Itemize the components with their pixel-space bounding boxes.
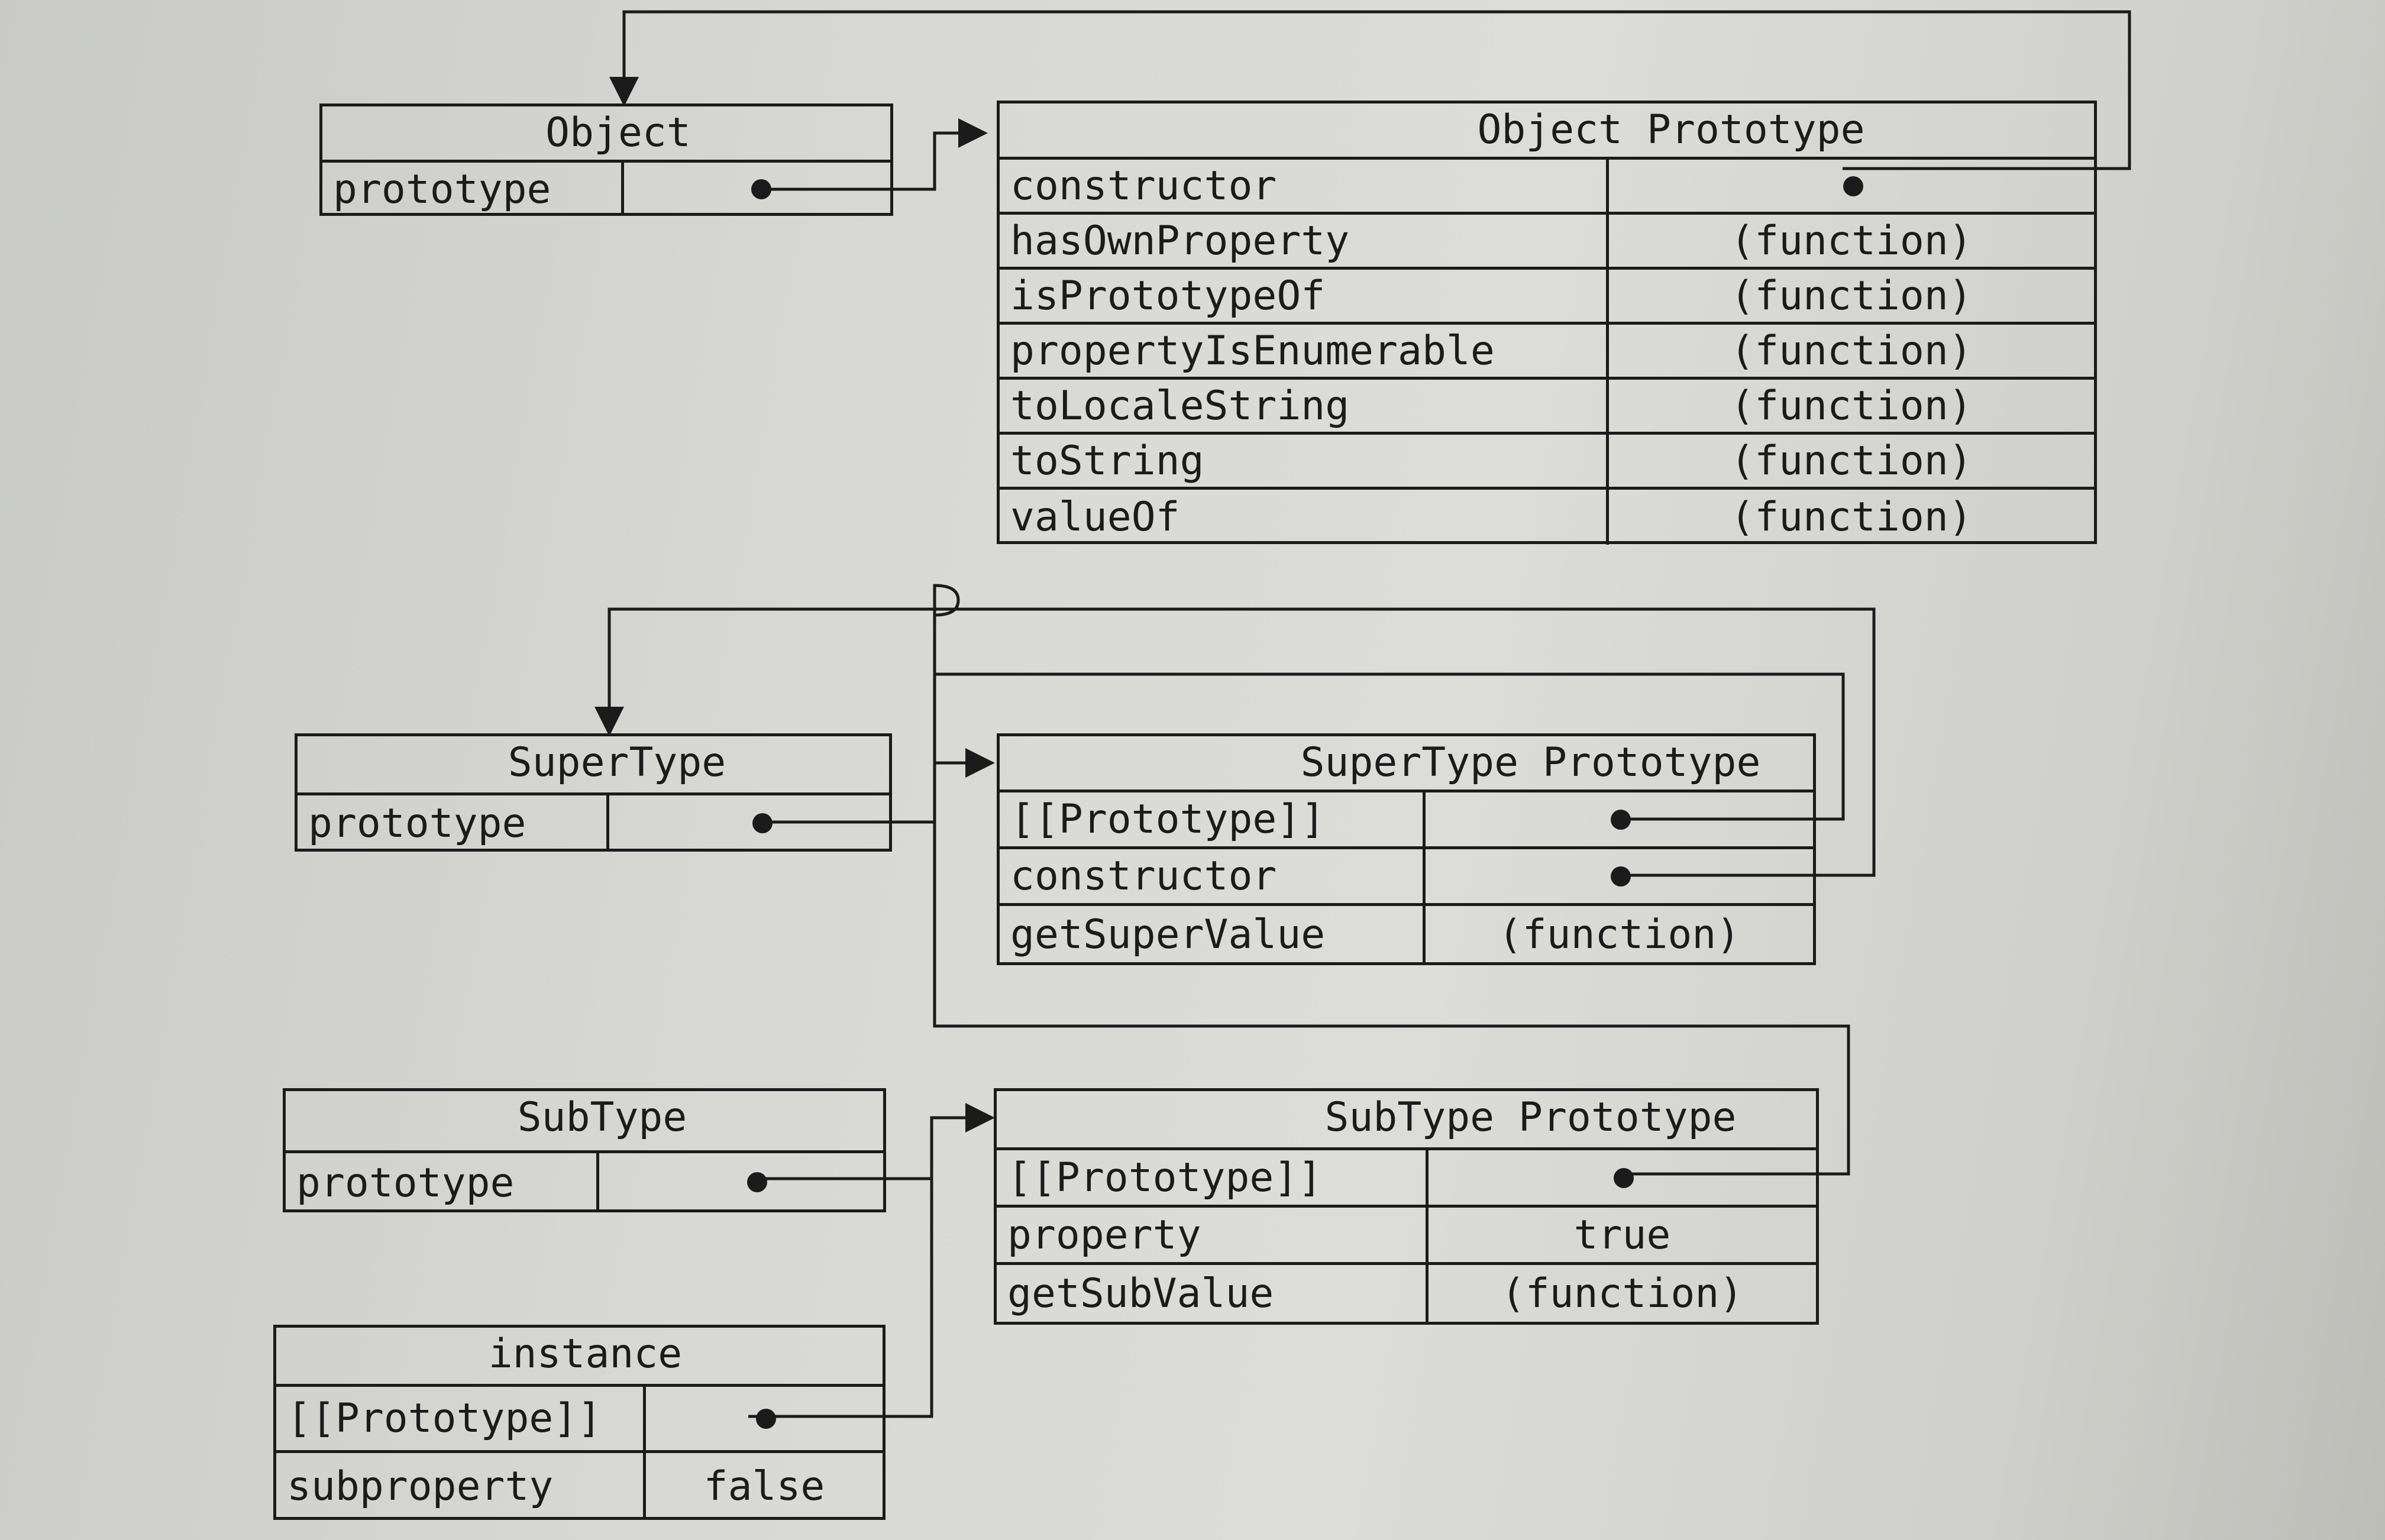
object-prototype-row-value: (function): [1606, 325, 2094, 377]
instance-box: instance [[Prototype]] subproperty false: [273, 1325, 886, 1520]
object-prototype-row: constructor: [1000, 160, 2094, 215]
subtype-prototype-box: SubType Prototype [[Prototype]] property t…: [994, 1088, 1819, 1325]
object-prototype-row-value: [1606, 160, 2094, 212]
subtype-prototype-row: property true: [997, 1208, 1816, 1265]
subtype-prototype-pointer: [747, 1172, 767, 1192]
instance-row-value: [643, 1387, 883, 1450]
subtype-prototype-row-name: getSubValue: [1007, 1270, 1274, 1317]
object-prototype-row: valueOf (function): [1000, 490, 2094, 545]
supertype-title: SuperType: [298, 736, 889, 795]
object-prototype-pointer: [751, 179, 771, 199]
subtype-title: SubType: [286, 1091, 883, 1153]
subtype-prototype-row-name: [[Prototype]]: [1007, 1154, 1323, 1201]
object-prototype-row-name: toLocaleString: [1010, 382, 1350, 429]
subtype-to-subtype-prototype-arrow: [751, 1103, 995, 1180]
object-prototype-row-value: (function): [1606, 380, 2094, 432]
subtype-prototype-row-value: [1426, 1150, 1816, 1205]
supertype-prototype-row-value: [1423, 849, 1813, 903]
object-prototype-value: [621, 163, 890, 216]
object-constructor-arrow: [609, 10, 2131, 170]
subtype-prototype-value: [596, 1153, 883, 1212]
object-box: Object prototype: [319, 103, 893, 216]
object-prototype-row-value: (function): [1606, 270, 2094, 322]
object-prototype-pointer: [1843, 176, 1863, 196]
subtype-prototype-row: getSubValue (function): [997, 1265, 1816, 1322]
object-prototype-row-name: propertyIsEnumerable: [1010, 327, 1495, 374]
supertype-prototype-pointer: [1611, 866, 1631, 887]
object-prototype-row-name: valueOf: [1010, 494, 1180, 541]
supertype-prototype-row-name: constructor: [1010, 853, 1277, 900]
object-prototype-row: hasOwnProperty (function): [1000, 215, 2094, 270]
subtype-box: SubType prototype: [283, 1088, 886, 1212]
object-prototype-row-name: toString: [1010, 437, 1204, 484]
instance-title: instance: [276, 1328, 883, 1387]
object-prototype-row-name: hasOwnProperty: [1010, 217, 1350, 264]
object-prototype-row-name: isPrototypeOf: [1010, 272, 1326, 319]
object-prototype-row-value: (function): [1606, 435, 2094, 487]
object-prototype-title: Object Prototype: [1000, 103, 2094, 160]
subtype-prototype-pointer: [1614, 1167, 1634, 1188]
instance-chain-line: [748, 1179, 933, 1418]
instance-row: subproperty false: [276, 1453, 883, 1519]
supertype-box: SuperType prototype: [295, 733, 892, 852]
supertype-to-supertype-prototype-arrow: [755, 584, 1845, 824]
supertype-prototype-entry-arrow: [933, 748, 995, 822]
supertype-prototype-value: [606, 795, 889, 852]
object-prototype-row-value: (function): [1606, 490, 2094, 545]
object-prototype-row: toString (function): [1000, 435, 2094, 490]
subtype-prototype-row: prototype: [286, 1153, 883, 1212]
supertype-prototype-row-value: [1423, 792, 1813, 846]
subtype-prototype-row: [[Prototype]]: [997, 1150, 1816, 1208]
supertype-prototype-row: constructor: [1000, 849, 1813, 906]
instance-row: [[Prototype]]: [276, 1387, 883, 1453]
object-prototype-box: Object Prototype constructor hasOwnProper…: [997, 101, 2097, 545]
subtype-prototype-label: prototype: [296, 1159, 515, 1206]
object-to-object-prototype-arrow: [766, 118, 988, 191]
instance-pointer: [755, 1409, 776, 1429]
supertype-prototype-pointer: [1611, 810, 1631, 830]
object-title: Object: [322, 106, 890, 163]
subtype-prototype-chain-line: [933, 822, 1850, 1176]
object-prototype-row: isPrototypeOf (function): [1000, 270, 2094, 325]
instance-row-name: [[Prototype]]: [287, 1395, 602, 1442]
supertype-prototype-row: [[Prototype]]: [1000, 792, 1813, 849]
supertype-constructor-arrow: [594, 607, 1876, 877]
instance-row-value: false: [643, 1453, 883, 1519]
instance-row-name: subproperty: [287, 1463, 554, 1510]
object-prototype-row: toLocaleString (function): [1000, 380, 2094, 435]
supertype-prototype-row-name: [[Prototype]]: [1010, 796, 1326, 843]
supertype-prototype-row: prototype: [298, 795, 889, 852]
object-prototype-row: prototype: [322, 163, 890, 216]
subtype-prototype-row-name: property: [1007, 1211, 1201, 1258]
supertype-prototype-box: SuperType Prototype [[Prototype]] constru…: [997, 733, 1816, 965]
supertype-prototype-row-name: getSuperValue: [1010, 911, 1326, 958]
object-prototype-label: prototype: [333, 166, 551, 213]
supertype-prototype-title: SuperType Prototype: [1000, 736, 1813, 792]
object-prototype-row-name: constructor: [1010, 162, 1277, 209]
subtype-prototype-row-value: true: [1426, 1208, 1816, 1262]
supertype-prototype-row-value: (function): [1423, 906, 1813, 963]
object-prototype-row-value: (function): [1606, 215, 2094, 267]
object-prototype-row: propertyIsEnumerable (function): [1000, 325, 2094, 380]
supertype-prototype-pointer: [752, 813, 773, 833]
supertype-prototype-label: prototype: [308, 800, 526, 847]
subtype-prototype-row-value: (function): [1426, 1265, 1816, 1322]
supertype-prototype-row: getSuperValue (function): [1000, 906, 1813, 963]
subtype-prototype-title: SubType Prototype: [997, 1091, 1816, 1150]
